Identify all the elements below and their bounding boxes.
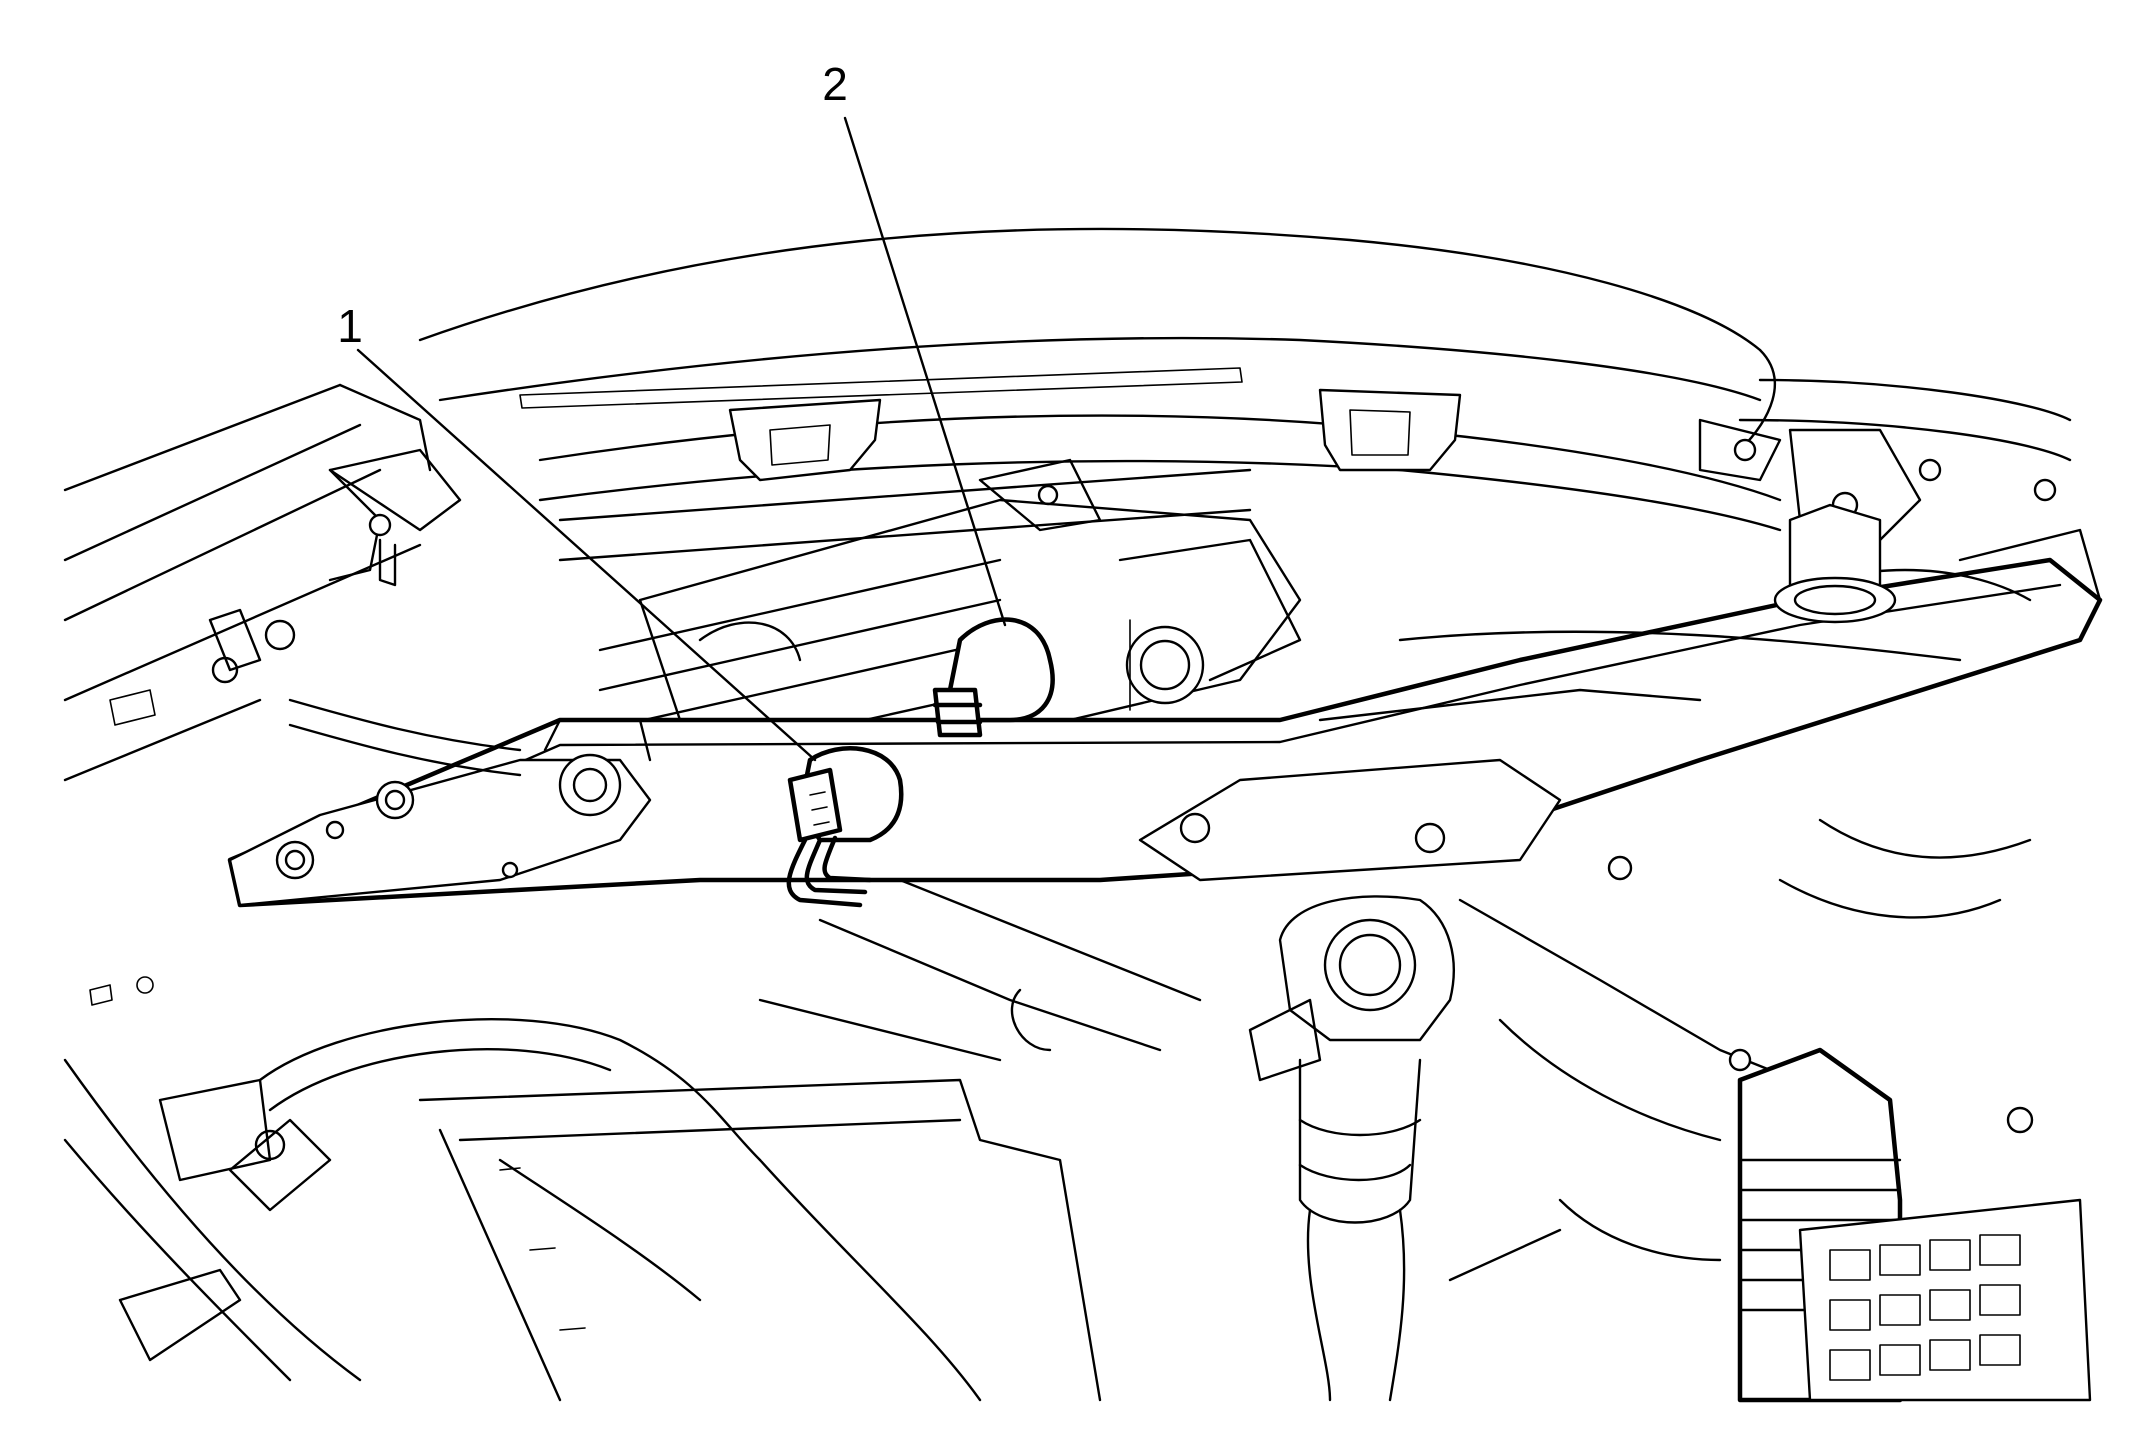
lower-ducts [758, 818, 2034, 1282]
callout-label-2: 2 [822, 58, 848, 110]
connector-body [787, 767, 843, 843]
front-cross-brace [227, 557, 2103, 908]
bulb-socket-opening [1125, 625, 1205, 705]
leader-line-1 [356, 348, 817, 762]
radiator-support [538, 388, 2057, 562]
bolt-left-2 [375, 780, 415, 820]
hood-outline [418, 227, 2072, 462]
left-hood-latch [728, 398, 882, 482]
air-cleaner [158, 988, 1102, 1402]
electrical-connector [786, 746, 904, 908]
bulb-base [932, 687, 983, 738]
relay-grid [1798, 1198, 2092, 1402]
bolt-left-1 [275, 840, 315, 880]
leader-lines [356, 116, 1007, 762]
brace-gusset [1138, 758, 1562, 882]
right-hood-latch [1318, 388, 1462, 472]
reservoir [1248, 895, 1455, 1402]
bolt-left-3 [264, 619, 296, 651]
leader-line-2 [843, 116, 1007, 627]
left-fender-hole [136, 976, 154, 994]
right-strut-tower [1318, 503, 2102, 722]
left-fender [63, 383, 462, 1382]
callout-label-1: 1 [337, 300, 363, 352]
reservoir-cap [1323, 918, 1417, 1012]
left-brace-mount [208, 468, 652, 907]
bulb [932, 617, 1055, 738]
underhood-fuse-block [1737, 1047, 2092, 1403]
